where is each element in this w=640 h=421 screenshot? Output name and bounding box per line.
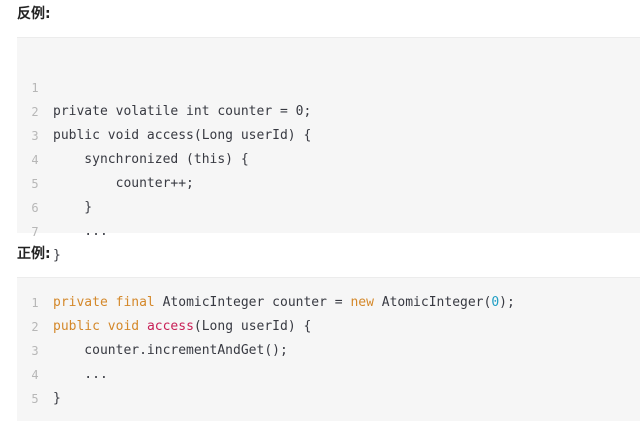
bad-example-heading: 反例: [17, 6, 51, 22]
code-token: public [53, 319, 100, 334]
code-line: 7 } [17, 196, 640, 263]
code-line: 4 ... [17, 363, 640, 387]
code-text: counter++; [53, 176, 194, 191]
code-token: ); [499, 295, 515, 310]
code-line: 5} [17, 387, 640, 411]
code-text: counter.incrementAndGet(); [53, 339, 288, 363]
good-example-code-lines: 1 private final AtomicInteger counter = n… [17, 291, 640, 411]
line-number: 2 [31, 320, 39, 334]
code-line: 2 public void access(Long userId) { [17, 315, 640, 339]
line-number: 2 [31, 105, 39, 119]
bad-example-code-block: 1 private volatile int counter = 0; 2 pu… [17, 37, 640, 263]
code-token: AtomicInteger counter = [154, 295, 351, 310]
code-token [108, 295, 116, 310]
code-text: public void access(Long userId) { [53, 128, 312, 143]
code-text: } [53, 387, 61, 411]
code-token: access [146, 319, 194, 334]
code-line: 1 private volatile int counter = 0; [17, 52, 640, 119]
code-line: 5 } [17, 148, 640, 215]
code-text: private final AtomicInteger counter = ne… [53, 291, 515, 315]
code-text: ... [53, 224, 108, 239]
line-number: 5 [31, 392, 39, 406]
code-line: 3 synchronized (this) { [17, 100, 640, 167]
code-token: AtomicInteger( [373, 295, 492, 310]
code-token [139, 319, 147, 334]
code-token: ... [53, 367, 108, 382]
code-line: 3 counter.incrementAndGet(); [17, 339, 640, 363]
code-text: public void access(Long userId) { [53, 315, 311, 339]
line-number: 3 [31, 129, 39, 143]
line-number: 4 [31, 153, 39, 167]
code-text: synchronized (this) { [53, 152, 249, 167]
code-text: } [53, 248, 61, 263]
code-token: new [350, 295, 374, 310]
code-line: 1 private final AtomicInteger counter = n… [17, 291, 640, 315]
code-text: private volatile int counter = 0; [53, 104, 312, 119]
line-number: 4 [31, 368, 39, 382]
code-text: } [53, 200, 93, 215]
code-token: private [53, 295, 108, 310]
bad-example-code-lines: 1 private volatile int counter = 0; 2 pu… [17, 52, 640, 263]
code-token: final [115, 295, 155, 310]
code-token: } [53, 391, 61, 406]
code-text: ... [53, 363, 108, 387]
code-line: 6 ... [17, 172, 640, 239]
code-token: (Long userId) { [193, 319, 312, 334]
line-number: 5 [31, 177, 39, 191]
line-number: 7 [31, 225, 39, 239]
good-example-heading: 正例: [17, 246, 51, 262]
line-number: 1 [31, 81, 39, 95]
line-number: 3 [31, 344, 39, 358]
code-token: 0 [491, 295, 500, 310]
line-number: 1 [31, 296, 39, 310]
code-token: void [107, 319, 140, 334]
good-example-code-block: 1 private final AtomicInteger counter = n… [17, 277, 640, 421]
code-token [100, 319, 108, 334]
code-line: 4 counter++; [17, 124, 640, 191]
line-number: 6 [31, 201, 39, 215]
code-line: 2 public void access(Long userId) { [17, 76, 640, 143]
code-token: counter.incrementAndGet(); [53, 343, 288, 358]
